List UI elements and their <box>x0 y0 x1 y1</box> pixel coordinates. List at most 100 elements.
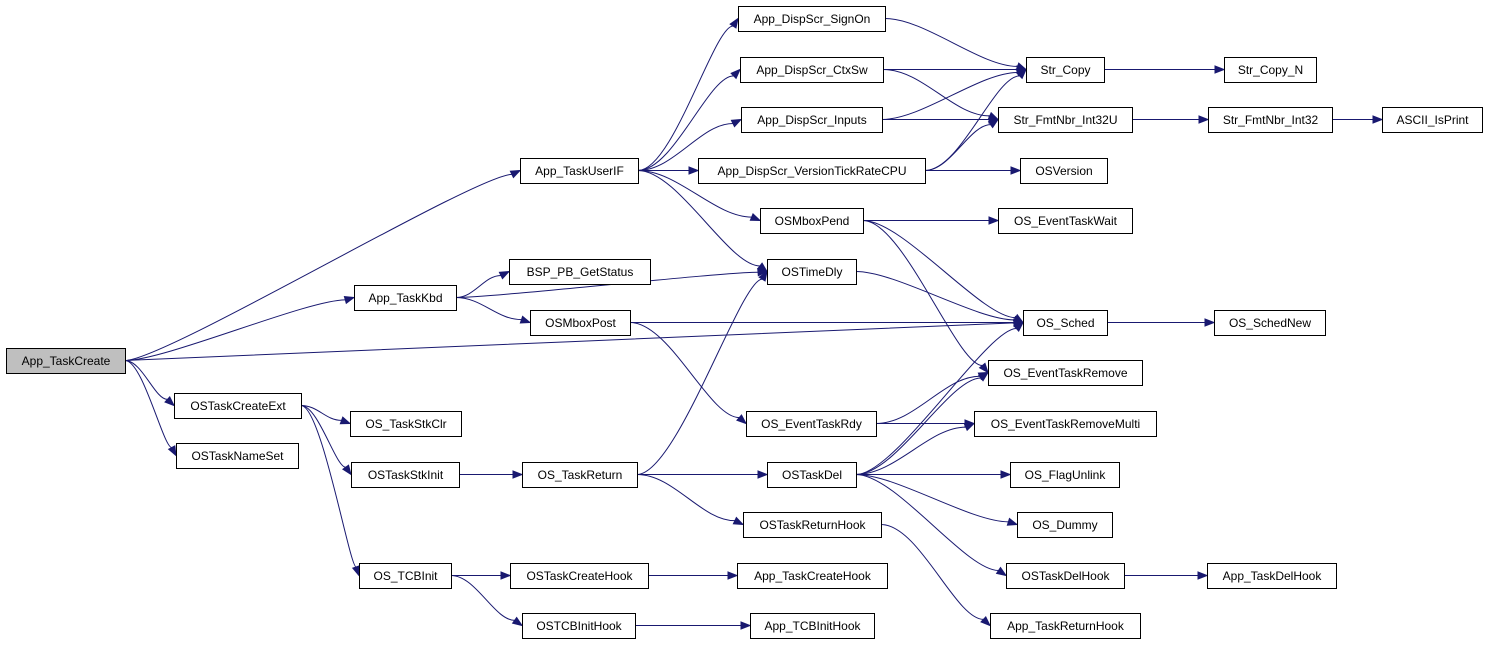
node-box <box>1010 462 1120 488</box>
node-ostaskstkinit[interactable]: OSTaskStkInit <box>351 462 460 488</box>
node-app-dispscr-versiontickratecpu[interactable]: App_DispScr_VersionTickRateCPU <box>698 158 926 184</box>
node-app-dispscr-ctxsw[interactable]: App_DispScr_CtxSw <box>740 57 884 83</box>
node-os-tcbinit[interactable]: OS_TCBInit <box>359 563 452 589</box>
node-box <box>1006 563 1125 589</box>
node-app-taskreturnhook[interactable]: App_TaskReturnHook <box>990 613 1141 639</box>
arrow-head <box>988 216 1000 225</box>
node-osmboxpend[interactable]: OSMboxPend <box>760 208 864 234</box>
node-ostasknameset[interactable]: OSTaskNameSet <box>176 443 299 469</box>
node-os-eventtaskrdy[interactable]: OS_EventTaskRdy <box>746 411 877 437</box>
edge-str-fmtnbr-int32-to-ascii-isprint <box>1332 115 1384 124</box>
arrow-head <box>729 17 739 29</box>
node-str-fmtnbr-int32[interactable]: Str_FmtNbr_Int32 <box>1208 107 1333 133</box>
node-os-taskreturn[interactable]: OS_TaskReturn <box>522 462 638 488</box>
edge-line <box>300 405 346 468</box>
edge-os-sched-to-os-schednew <box>1107 318 1216 327</box>
call-edges <box>124 17 1384 630</box>
node-label: App_DispScr_CtxSw <box>756 63 868 77</box>
node-os-sched[interactable]: OS_Sched <box>1023 310 1108 336</box>
node-app-taskuserif[interactable]: App_TaskUserIF <box>520 158 639 184</box>
node-label: Str_FmtNbr_Int32 <box>1223 113 1319 127</box>
node-os-eventtaskwait[interactable]: OS_EventTaskWait <box>998 208 1133 234</box>
node-label: OSTaskCreateExt <box>190 399 286 413</box>
node-box <box>510 563 649 589</box>
node-label: OS_TaskStkClr <box>365 417 446 431</box>
node-str-copy-n[interactable]: Str_Copy_N <box>1224 57 1317 83</box>
arrow-head <box>519 315 532 324</box>
arrow-head <box>341 464 352 476</box>
node-osversion[interactable]: OSVersion <box>1020 158 1108 184</box>
node-app-taskkbd[interactable]: App_TaskKbd <box>354 285 457 311</box>
node-box <box>746 411 877 437</box>
node-box <box>359 563 452 589</box>
node-ascii-isprint[interactable]: ASCII_IsPrint <box>1382 107 1483 133</box>
node-label: App_TaskReturnHook <box>1007 619 1125 633</box>
edge-ostaskdel-to-os-eventtaskremovemulti <box>855 422 976 475</box>
node-box <box>350 411 462 437</box>
node-label: OS_Dummy <box>1032 518 1097 532</box>
node-ostaskdelhook[interactable]: OSTaskDelHook <box>1006 563 1125 589</box>
node-ostaskdel[interactable]: OSTaskDel <box>767 462 857 488</box>
edge-str-copy-to-str-copy-n <box>1104 65 1226 74</box>
node-label: OSTaskDelHook <box>1021 569 1110 583</box>
node-box <box>767 462 857 488</box>
node-ostaskcreateext[interactable]: OSTaskCreateExt <box>174 393 302 419</box>
edge-line <box>855 474 999 571</box>
edge-app-taskcreate-to-ostasknameset <box>124 360 177 457</box>
node-app-taskcreate[interactable]: App_TaskCreate <box>6 348 126 374</box>
arrow-head <box>1198 115 1210 124</box>
arrow-head <box>978 362 989 374</box>
edge-line <box>637 122 733 171</box>
arrow-head <box>749 212 762 222</box>
edge-str-fmtnbr-int32u-to-str-fmtnbr-int32 <box>1132 115 1210 124</box>
node-label: OS_EventTaskRdy <box>761 417 862 431</box>
node-box <box>1208 107 1333 133</box>
edge-line <box>855 377 981 475</box>
node-app-tcbinithook[interactable]: App_TCBInitHook <box>750 613 875 639</box>
node-ostaskreturnhook[interactable]: OSTaskReturnHook <box>743 512 882 538</box>
node-bsp-pb-getstatus[interactable]: BSP_PB_GetStatus <box>509 259 651 285</box>
arrow-head <box>164 395 176 407</box>
node-box <box>509 259 651 285</box>
node-label: App_DispScr_VersionTickRateCPU <box>718 164 907 178</box>
edge-os-taskreturn-to-ostaskreturnhook <box>636 474 745 526</box>
edge-os-taskreturn-to-ostimedly <box>636 270 768 475</box>
edge-line <box>855 426 966 475</box>
node-app-taskdelhook[interactable]: App_TaskDelHook <box>1207 563 1337 589</box>
node-os-schednew[interactable]: OS_SchedNew <box>1214 310 1326 336</box>
node-str-copy[interactable]: Str_Copy <box>1026 57 1105 83</box>
node-os-eventtaskremove[interactable]: OS_EventTaskRemove <box>988 360 1143 386</box>
node-label: OSTaskNameSet <box>191 449 284 463</box>
node-str-fmtnbr-int32u[interactable]: Str_FmtNbr_Int32U <box>998 107 1133 133</box>
arrow-head <box>727 571 739 580</box>
node-box <box>737 563 888 589</box>
node-box <box>767 259 857 285</box>
node-app-taskcreatehook[interactable]: App_TaskCreateHook <box>737 563 888 589</box>
node-ostaskcreatehook[interactable]: OSTaskCreateHook <box>510 563 649 589</box>
arrow-head <box>736 414 748 425</box>
node-label: OS_EventTaskRemove <box>1003 366 1127 380</box>
edge-os-taskreturn-to-ostaskdel <box>637 470 769 479</box>
node-os-dummy[interactable]: OS_Dummy <box>1017 512 1113 538</box>
node-os-taskstkclr[interactable]: OS_TaskStkClr <box>350 411 462 437</box>
edge-ostaskcreateext-to-ostaskstkinit <box>300 405 352 476</box>
node-osmboxpost[interactable]: OSMboxPost <box>530 310 631 336</box>
node-app-dispscr-inputs[interactable]: App_DispScr_Inputs <box>741 107 883 133</box>
node-label: Str_FmtNbr_Int32U <box>1013 113 1117 127</box>
edge-line <box>455 274 501 298</box>
node-os-flagunlink[interactable]: OS_FlagUnlink <box>1010 462 1120 488</box>
edge-osmboxpend-to-os-sched <box>862 220 1025 324</box>
arrow-head <box>758 270 768 282</box>
node-app-dispscr-signon[interactable]: App_DispScr_SignOn <box>738 6 886 32</box>
edge-app-taskuserif-to-app-dispscr-signon <box>637 17 739 171</box>
edge-line <box>637 25 734 171</box>
edge-app-taskkbd-to-bsp-pb-getstatus <box>455 270 511 298</box>
arrow-head <box>995 566 1008 577</box>
edge-line <box>124 322 1015 361</box>
node-os-eventtaskremovemulti[interactable]: OS_EventTaskRemoveMulti <box>974 411 1157 437</box>
edge-line <box>855 328 1017 475</box>
node-ostcbinithook[interactable]: OSTCBInitHook <box>522 613 636 639</box>
edge-app-taskcreate-to-app-taskuserif <box>124 169 522 361</box>
node-ostimedly[interactable]: OSTimeDly <box>767 259 857 285</box>
arrow-head <box>1372 115 1384 124</box>
